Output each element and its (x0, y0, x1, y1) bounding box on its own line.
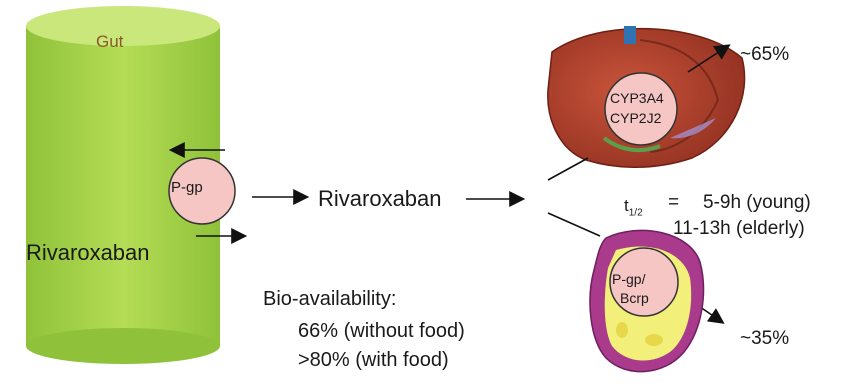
pgp-label: P-gp (171, 179, 203, 196)
gut-drug-label: Rivaroxaban (26, 240, 150, 266)
gut-title: Gut (96, 32, 123, 52)
kidney-transporter-2: Bcrp (620, 290, 649, 306)
liver-fraction: ~65% (740, 44, 789, 66)
central-drug-label: Rivaroxaban (318, 186, 442, 212)
liver-branch-line (548, 158, 588, 180)
half-life-subscript: 1/2 (629, 207, 643, 218)
liver-enzyme-2: CYP2J2 (610, 110, 661, 126)
half-life-symbol: t1/2 (624, 196, 643, 218)
kidney-fraction: ~35% (740, 328, 789, 350)
bioavailability-with-food: >80% (with food) (298, 349, 449, 372)
half-life-equals: = (668, 192, 679, 214)
liver-enzyme-1: CYP3A4 (610, 90, 664, 106)
half-life-young: 5-9h (young) (703, 192, 811, 214)
bioavailability-heading: Bio-availability: (263, 288, 396, 311)
bioavailability-without-food: 66% (without food) (298, 320, 465, 343)
half-life-elderly: 11-13h (elderly) (673, 218, 805, 240)
kidney-transporter-1: P-gp/ (612, 271, 645, 287)
kidney-branch-line (548, 213, 600, 236)
